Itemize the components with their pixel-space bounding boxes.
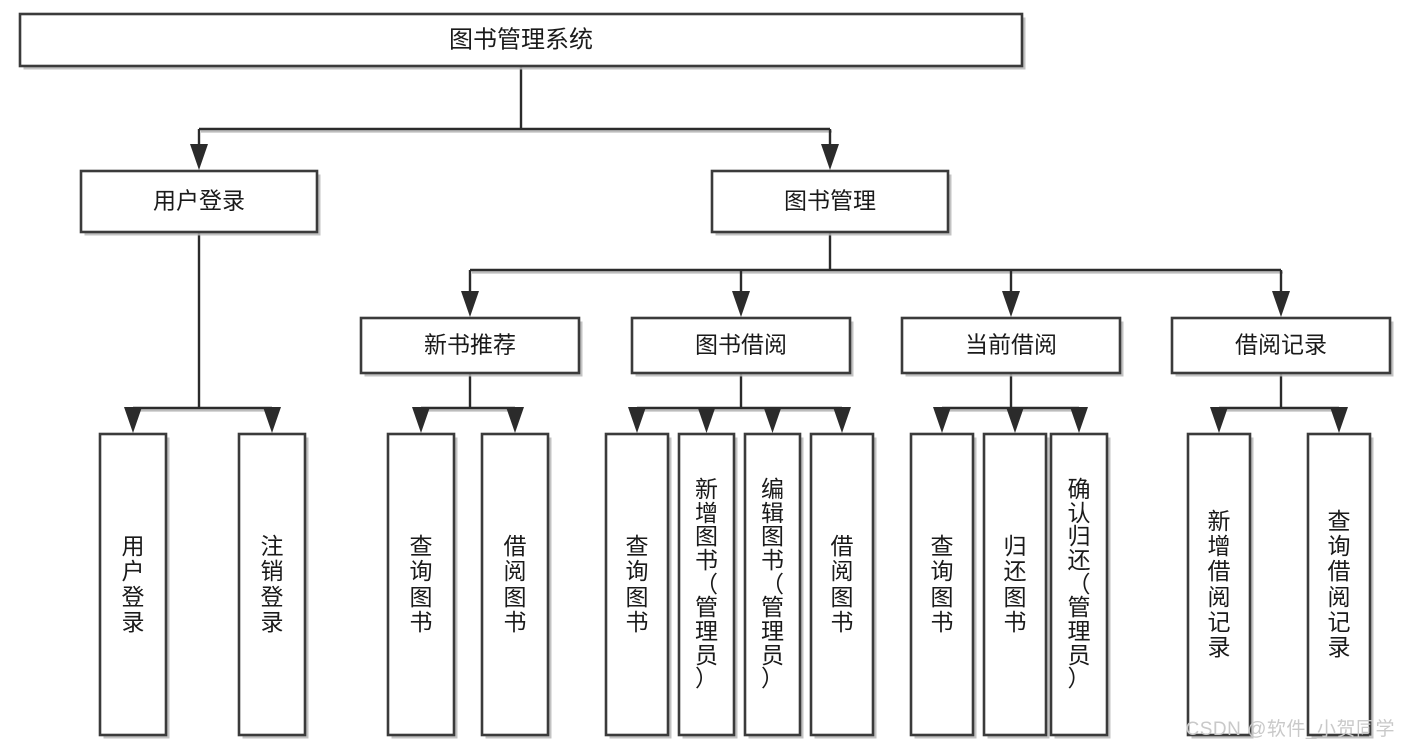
node-label-new-book-rec: 新书推荐 (424, 332, 516, 358)
node-box-leaf-edit-book-admin[interactable] (743, 432, 802, 737)
arrow-head (628, 407, 646, 433)
node-label-current-borrow: 当前借阅 (965, 332, 1057, 358)
arrow-head (412, 407, 430, 433)
watermark: CSDN @软件_小贺同学 (1185, 719, 1395, 740)
node-box-leaf-borrow-book-rec[interactable] (480, 432, 550, 737)
arrow-head (461, 291, 479, 317)
node-box-leaf-query-book-cur[interactable] (909, 432, 975, 737)
arrow-head (263, 407, 281, 433)
arrow-head (763, 407, 782, 433)
node-label-book-manage: 图书管理 (784, 188, 876, 214)
arrow-head (1006, 407, 1024, 433)
node-box-leaf-borrow-book[interactable] (809, 432, 875, 737)
arrow-head (506, 407, 524, 433)
arrow-head (933, 407, 951, 433)
node-label-user-login: 用户登录 (153, 188, 245, 214)
connector-layer (124, 66, 1348, 433)
node-box-leaf-query-borrow-record[interactable] (1306, 432, 1372, 737)
arrow-head (1330, 407, 1348, 433)
node-box-new-book-rec[interactable] (359, 316, 581, 375)
arrow-head (1210, 407, 1228, 433)
arrow-head (697, 407, 716, 433)
node-box-leaf-query-book-borrow[interactable] (604, 432, 670, 737)
arrow-head (732, 291, 750, 317)
node-box-borrow-record[interactable] (1170, 316, 1392, 375)
node-box-user-login[interactable] (79, 169, 319, 234)
node-box-leaf-add-book-admin[interactable] (677, 432, 736, 737)
node-box-current-borrow[interactable] (900, 316, 1122, 375)
node-box-leaf-add-borrow-record[interactable] (1186, 432, 1252, 737)
box-layer (18, 12, 1394, 739)
node-label-root: 图书管理系统 (449, 26, 593, 53)
arrow-head (821, 144, 839, 170)
node-box-leaf-confirm-return-admin[interactable] (1049, 432, 1109, 737)
node-box-book-manage[interactable] (710, 169, 950, 234)
arrow-head (833, 407, 851, 433)
node-box-root[interactable] (18, 12, 1024, 68)
arrow-head (190, 144, 208, 170)
arrow-head (1002, 291, 1020, 317)
node-label-book-borrow: 图书借阅 (695, 332, 787, 358)
arrow-head (1272, 291, 1290, 317)
node-box-leaf-query-book-rec[interactable] (386, 432, 456, 737)
node-box-leaf-user-login[interactable] (98, 432, 168, 737)
arrow-head (1070, 407, 1088, 433)
node-box-leaf-logout[interactable] (237, 432, 307, 737)
node-box-leaf-return-book[interactable] (982, 432, 1048, 737)
node-label-borrow-record: 借阅记录 (1235, 332, 1327, 358)
arrow-head (124, 407, 142, 433)
node-box-book-borrow[interactable] (630, 316, 852, 375)
